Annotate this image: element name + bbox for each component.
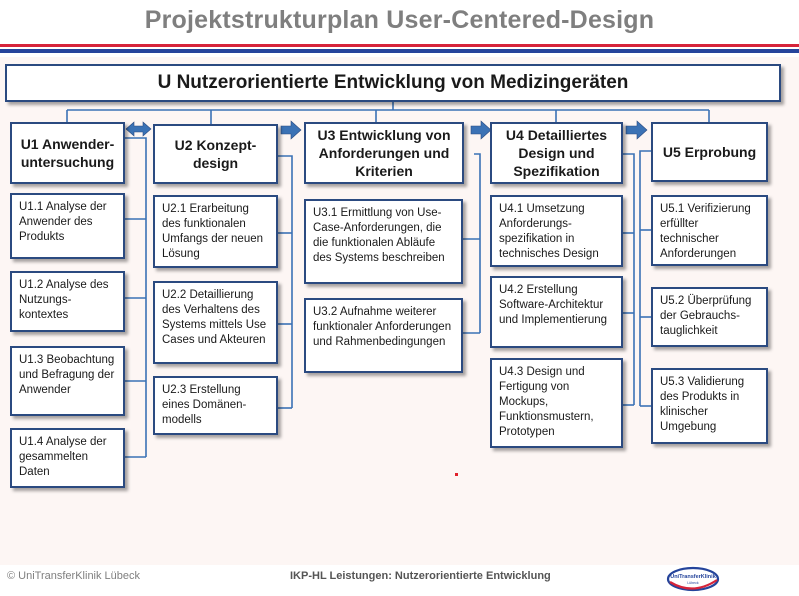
connector-u3-spine (474, 153, 481, 333)
task-u1-1: U1.1 Analyse der Anwender des Produkts (10, 193, 125, 259)
root-work-package: U Nutzerorientierte Entwicklung von Medi… (5, 64, 781, 102)
task-u5-2: U5.2 Überprüfung der Gebrauchs-tauglichk… (651, 287, 768, 347)
task-u2-1: U2.1 Erarbeitung des funktionalen Umfang… (153, 195, 278, 268)
task-u1-2: U1.2 Analyse des Nutzungs-kontextes (10, 271, 125, 332)
task-u5-3: U5.3 Validierung des Produkts in klinisc… (651, 368, 768, 444)
arrow-u2-u3 (280, 120, 302, 140)
connector-u4-spine (623, 153, 635, 405)
arrow-u1-u2 (125, 121, 152, 137)
task-u1-4: U1.4 Analyse der gesammelten Daten (10, 428, 125, 488)
task-u4-3: U4.3 Design und Fertigung von Mockups, F… (490, 358, 623, 448)
connector-u5-spine (639, 150, 651, 406)
task-u4-2: U4.2 Erstellung Software-Architektur und… (490, 276, 623, 348)
package-u1: U1 Anwender-untersuchung (10, 122, 125, 184)
arrow-u3-u4 (470, 120, 492, 140)
task-u1-3: U1.3 Beobachtung und Befragung der Anwen… (10, 346, 125, 416)
connector-u2-spine (278, 155, 293, 408)
unitransferklinik-logo: UniTransferKlinik Lübeck (666, 566, 720, 592)
connector-u1-spine (125, 137, 147, 457)
header-stripe-blue (0, 49, 799, 53)
svg-text:UniTransferKlinik: UniTransferKlinik (670, 574, 716, 580)
task-u2-2: U2.2 Detaillierung des Verhaltens des Sy… (153, 281, 278, 364)
footer-center-text: IKP-HL Leistungen: Nutzerorientierte Ent… (290, 570, 551, 582)
package-u4: U4 Detailliertes Design und Spezifikatio… (490, 122, 623, 184)
header-stripe-red (0, 44, 799, 47)
footer-copyright: © UniTransferKlinik Lübeck (7, 570, 141, 582)
task-u5-1: U5.1 Verifizierung erfüllter technischer… (651, 195, 768, 266)
package-u5: U5 Erprobung (651, 122, 768, 182)
task-u3-1: U3.1 Ermittlung von Use-Case-Anforderung… (304, 199, 463, 284)
svg-text:Lübeck: Lübeck (687, 581, 699, 585)
task-u2-3: U2.3 Erstellung eines Domänen-modells (153, 376, 278, 435)
red-dot-mark (455, 473, 458, 476)
task-u4-1: U4.1 Umsetzung Anforderungs-spezifikatio… (490, 195, 623, 267)
task-u3-2: U3.2 Aufnahme weiterer funktionaler Anfo… (304, 298, 463, 373)
package-u3: U3 Entwicklung von Anforderungen und Kri… (304, 122, 464, 184)
package-u2: U2 Konzept-design (153, 124, 278, 184)
page-title: Projektstrukturplan User-Centered-Design (144, 6, 655, 34)
arrow-u4-u5 (625, 120, 648, 140)
